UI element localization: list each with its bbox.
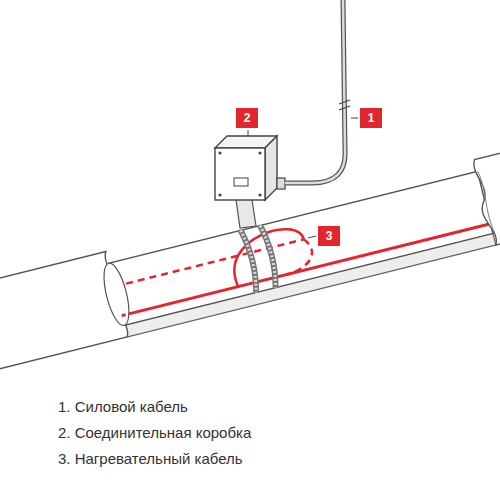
leader-line: [351, 118, 358, 119]
leader-line: [308, 236, 316, 238]
screw: [218, 151, 221, 154]
cable-gland: [277, 178, 285, 189]
insulation: [470, 119, 500, 247]
power-cable: [285, 0, 345, 183]
pipe-body: [109, 171, 493, 325]
heating-cable: [122, 224, 491, 316]
callout-text: 1: [368, 111, 375, 125]
leader-line: [248, 130, 249, 137]
bracket: [236, 200, 256, 228]
box-side: [265, 136, 277, 200]
power-cable: [285, 0, 345, 183]
pipe: [0, 119, 500, 393]
legend-item: 3. Нагревательный кабель: [58, 450, 243, 467]
strap: [241, 229, 260, 292]
strap: [241, 229, 260, 292]
strap: [260, 225, 279, 288]
screw: [218, 193, 221, 196]
callout-number: 3: [318, 226, 340, 246]
legend-item: 2. Соединительная коробка: [58, 424, 251, 441]
heating-cable: [122, 313, 126, 317]
strap: [260, 225, 279, 288]
pipe-end: [99, 261, 134, 328]
cable-tie: [339, 100, 350, 110]
legend-item: 1. Силовой кабель: [58, 398, 188, 415]
junction-box: [215, 148, 265, 200]
callout-number: 2: [236, 108, 258, 128]
callout-text: 2: [244, 111, 251, 125]
callout-text: 3: [326, 229, 333, 243]
insulation-edge: [477, 171, 494, 234]
callout-number: 1: [360, 108, 382, 128]
screw: [258, 193, 261, 196]
box-plate: [234, 178, 248, 186]
screw: [258, 151, 261, 154]
